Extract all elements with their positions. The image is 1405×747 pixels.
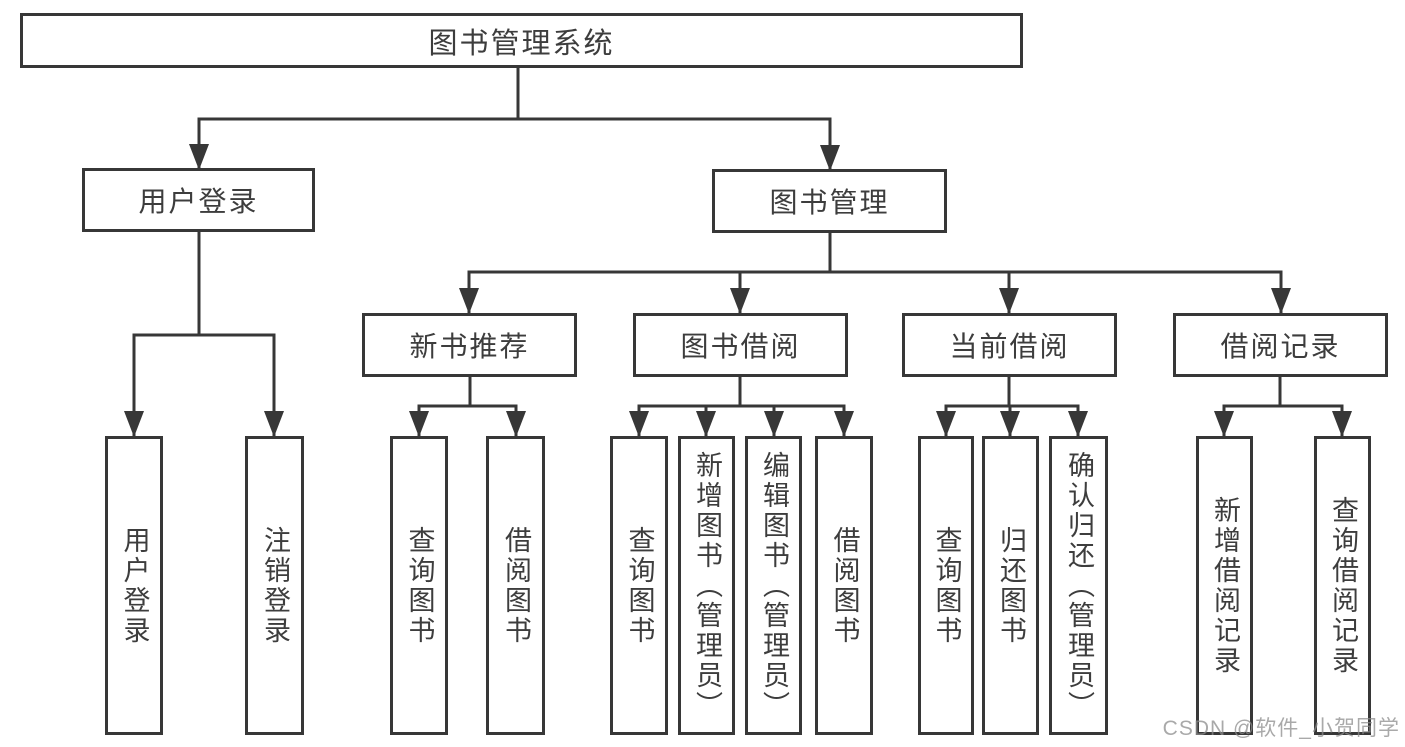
node-label: 注销登录 (260, 525, 290, 646)
node-label: 借阅图书 (829, 525, 860, 646)
node-label: 编辑图书（管理员） (759, 450, 789, 721)
node-borrow-record: 借阅记录 (1173, 313, 1388, 377)
node-leaf-user-login: 用户登录 (105, 436, 163, 735)
csdn-watermark: CSDN @软件_小贺同学 (1162, 717, 1400, 740)
node-leaf-confirm-return-admin: 确认归还（管理员） (1049, 436, 1108, 735)
connector-borrow-to-leaves (637, 375, 846, 408)
node-book-borrow: 图书借阅 (633, 313, 848, 377)
connector-newbook-to-leaves (417, 375, 518, 408)
node-label: 查询图书 (931, 525, 962, 646)
node-leaf-add-borrow-record: 新增借阅记录 (1196, 436, 1253, 735)
connector-userlogin-to-leaves (132, 230, 276, 337)
node-book-management: 图书管理 (712, 169, 947, 233)
node-new-book-recommend: 新书推荐 (362, 313, 577, 377)
node-label: 用户登录 (119, 525, 150, 646)
node-leaf-borrow-book-1: 借阅图书 (486, 436, 545, 735)
node-leaf-query-borrow-record: 查询借阅记录 (1314, 436, 1371, 735)
node-leaf-query-book-3: 查询图书 (918, 436, 974, 735)
node-leaf-query-book-1: 查询图书 (390, 436, 448, 735)
node-label: 新增借阅记录 (1210, 495, 1240, 676)
node-user-login: 用户登录 (82, 168, 315, 232)
node-label: 查询借阅记录 (1328, 495, 1358, 676)
node-root-system: 图书管理系统 (20, 13, 1023, 68)
node-current-borrow: 当前借阅 (902, 313, 1117, 377)
node-leaf-edit-book-admin: 编辑图书（管理员） (745, 436, 802, 735)
connector-record-to-leaves (1222, 375, 1344, 408)
node-leaf-logout: 注销登录 (245, 436, 304, 735)
connector-root-to-level2 (197, 66, 832, 121)
node-leaf-query-book-2: 查询图书 (610, 436, 668, 735)
node-label: 归还图书 (996, 525, 1026, 646)
node-label: 查询图书 (624, 525, 655, 646)
node-label: 查询图书 (404, 525, 435, 646)
node-label: 借阅图书 (501, 525, 531, 646)
node-leaf-borrow-book-2: 借阅图书 (815, 436, 873, 735)
connector-bookmgmt-to-level3 (467, 231, 1283, 274)
node-leaf-add-book-admin: 新增图书（管理员） (678, 436, 735, 735)
node-label: 确认归还（管理员） (1064, 450, 1094, 721)
connector-current-to-leaves (944, 375, 1080, 408)
node-label: 新增图书（管理员） (692, 450, 722, 721)
node-leaf-return-book: 归还图书 (982, 436, 1039, 735)
